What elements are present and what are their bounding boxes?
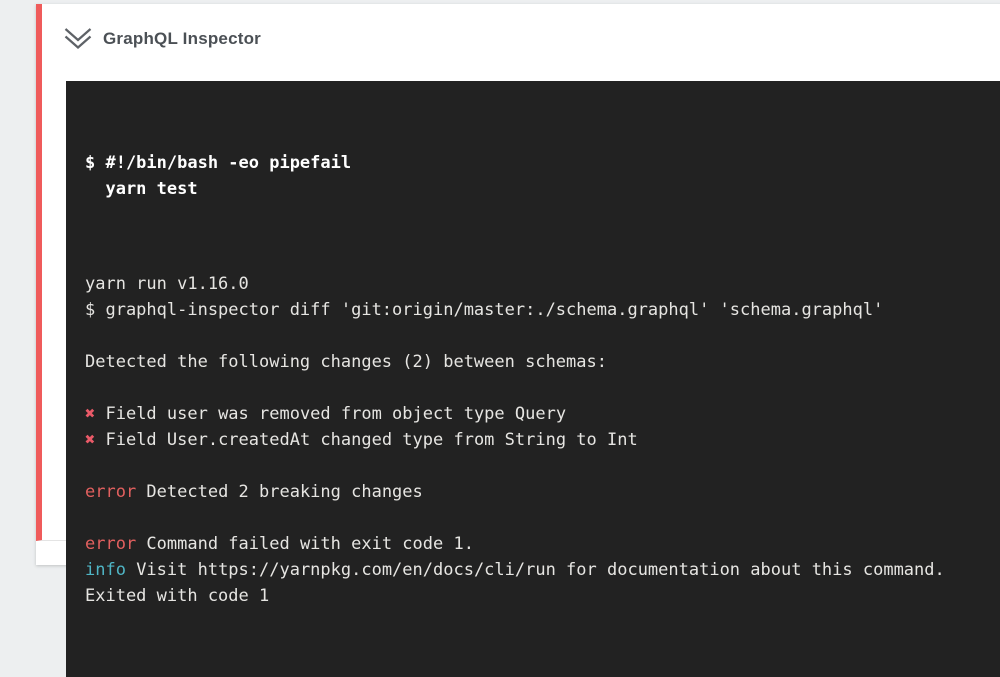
terminal-output-block: yarn run v1.16.0 $ graphql-inspector diff… bbox=[85, 271, 1000, 609]
terminal-line: $ #!/bin/bash -eo pipefail bbox=[85, 153, 352, 173]
terminal-command-block: $ #!/bin/bash -eo pipefail yarn test bbox=[85, 150, 1000, 202]
terminal-line: Exited with code 1 bbox=[85, 586, 270, 606]
failed-step-section: GraphQL Inspector $ #!/bin/bash -eo pipe… bbox=[36, 4, 1000, 677]
terminal-line: $ graphql-inspector diff 'git:origin/mas… bbox=[85, 300, 884, 320]
build-step-card: GraphQL Inspector $ #!/bin/bash -eo pipe… bbox=[36, 4, 1000, 677]
step-header[interactable]: GraphQL Inspector bbox=[63, 26, 261, 51]
terminal-output-panel: $ #!/bin/bash -eo pipefail yarn test yar… bbox=[66, 81, 1000, 677]
terminal-line bbox=[85, 375, 1000, 401]
terminal-line: ✖ Field User.createdAt changed type from… bbox=[85, 430, 638, 450]
terminal-line bbox=[85, 453, 1000, 479]
terminal-line: ✖ Field user was removed from object typ… bbox=[85, 404, 567, 424]
terminal-line bbox=[85, 505, 1000, 531]
terminal-line: info Visit https://yarnpkg.com/en/docs/c… bbox=[85, 560, 945, 580]
terminal-line: error Command failed with exit code 1. bbox=[85, 534, 474, 554]
terminal-line: yarn test bbox=[85, 179, 198, 199]
terminal-line: yarn run v1.16.0 bbox=[85, 274, 249, 294]
terminal-line: error Detected 2 breaking changes bbox=[85, 482, 423, 502]
terminal-line: Detected the following changes (2) betwe… bbox=[85, 352, 607, 372]
step-title: GraphQL Inspector bbox=[103, 28, 262, 48]
terminal-line bbox=[85, 323, 1000, 349]
double-chevron-down-icon[interactable] bbox=[63, 26, 93, 51]
